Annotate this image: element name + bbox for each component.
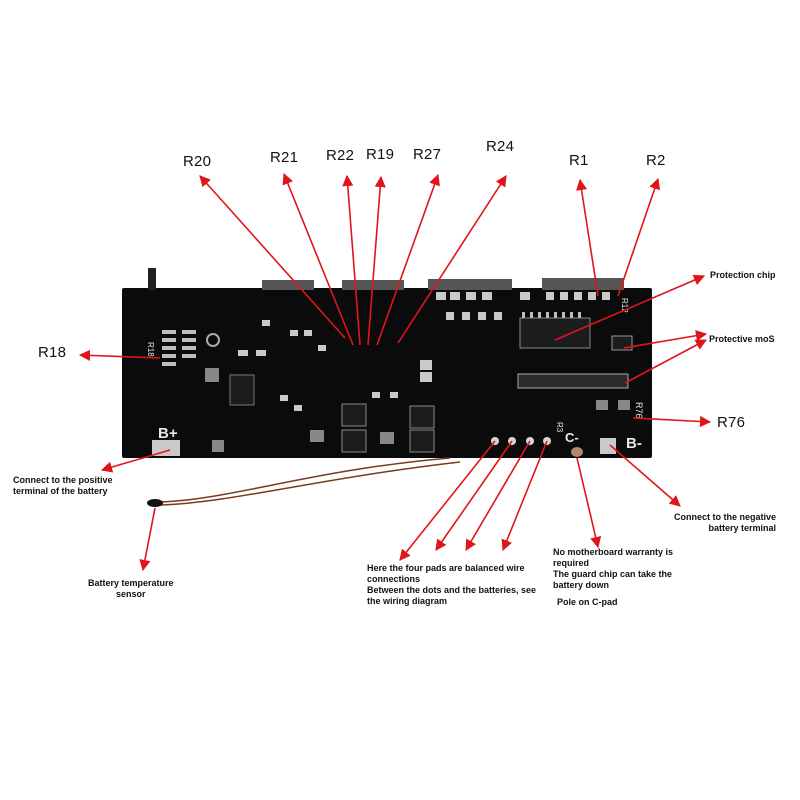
silk-r3: R3 xyxy=(555,422,564,433)
callout-negative-line-2: battery terminal xyxy=(708,523,777,533)
callout-balance-line-1: Here the four pads are balanced wire xyxy=(367,563,525,573)
label-r21: R21 xyxy=(270,149,299,166)
silk-r12: R12 xyxy=(620,298,629,313)
silk-r76: R76 xyxy=(634,402,644,419)
pcb-board xyxy=(122,268,652,458)
callout-negative-terminal: Connect to the negative battery terminal xyxy=(674,512,776,534)
label-r76: R76 xyxy=(717,414,746,431)
label-r19: R19 xyxy=(366,146,395,163)
label-r1: R1 xyxy=(569,152,589,169)
callout-balance-line-2: connections xyxy=(367,574,421,584)
callout-warranty-line-3: The guard chip can take the xyxy=(553,569,673,579)
silk-b-minus: B- xyxy=(626,435,642,452)
callout-temp-line-1: Battery temperature xyxy=(88,578,174,588)
callout-balance-pads: Here the four pads are balanced wire con… xyxy=(367,563,536,607)
callout-protective-mos: Protective moS xyxy=(709,334,775,344)
temperature-sensor-bead xyxy=(147,499,163,507)
callout-positive-terminal: Connect to the positive terminal of the … xyxy=(13,475,113,497)
label-r18: R18 xyxy=(38,344,67,361)
label-r22: R22 xyxy=(326,147,355,164)
callout-warranty-line-4: battery down xyxy=(553,580,610,590)
sensor-wire xyxy=(159,457,451,503)
silk-b-plus: B+ xyxy=(158,425,178,442)
callout-arrows xyxy=(78,172,712,572)
callout-negative-line-1: Connect to the negative xyxy=(674,512,777,522)
callout-temp-line-2: sensor xyxy=(116,589,146,599)
callout-protection-chip: Protection chip xyxy=(710,270,776,280)
label-r24: R24 xyxy=(486,138,515,155)
callout-balance-line-3: Between the dots and the batteries, see xyxy=(367,585,537,595)
silk-r18: R18 xyxy=(146,342,155,357)
callout-positive-line-1: Connect to the positive xyxy=(13,475,113,485)
label-r2: R2 xyxy=(646,152,666,169)
label-r20: R20 xyxy=(183,153,212,170)
callout-pole-c-pad: Pole on C-pad xyxy=(557,597,618,607)
label-r27: R27 xyxy=(413,146,442,163)
callout-warranty-line-2: required xyxy=(553,558,590,568)
callout-warranty: No motherboard warranty is required The … xyxy=(553,547,673,591)
callout-warranty-line-1: No motherboard warranty is xyxy=(553,547,674,557)
silk-c-minus: C- xyxy=(565,430,579,445)
callout-positive-line-2: terminal of the battery xyxy=(13,486,108,496)
callout-balance-line-4: the wiring diagram xyxy=(367,596,448,606)
callout-temperature-sensor: Battery temperature sensor xyxy=(88,578,174,600)
